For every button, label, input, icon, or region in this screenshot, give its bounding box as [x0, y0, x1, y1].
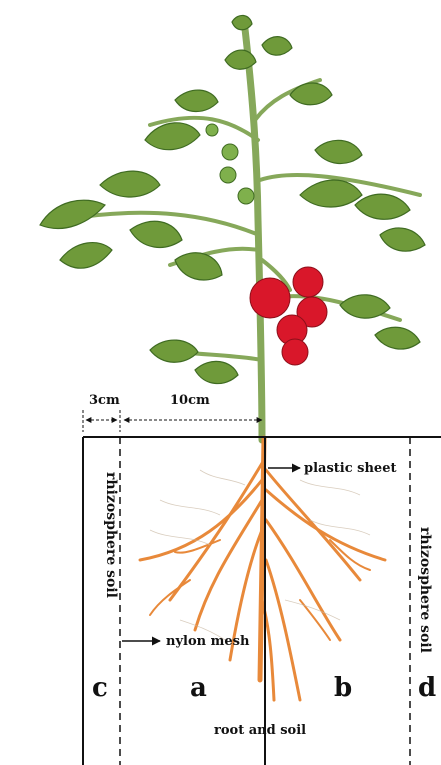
root-system	[140, 438, 385, 700]
margin-dimension-label: 3cm	[89, 393, 120, 408]
right-rhizosphere-label: rhizosphere soil	[417, 527, 433, 653]
unripe-fruits	[206, 124, 254, 204]
nylon-mesh-label: nylon mesh	[166, 634, 250, 649]
zone-d-label: d	[418, 673, 436, 703]
dimension-markers: 3cm 10cm	[83, 393, 262, 432]
zone-c-label: c	[92, 673, 108, 703]
plastic-sheet-label: plastic sheet	[304, 461, 396, 476]
zone-a-label: a	[190, 673, 207, 703]
leaves	[40, 15, 425, 383]
left-rhizosphere-label: rhizosphere soil	[103, 472, 119, 598]
zone-b-label: b	[334, 673, 352, 703]
root-and-soil-label: root and soil	[214, 723, 306, 738]
tomato-plant-illustration	[40, 15, 425, 440]
inner-dimension-label: 10cm	[170, 393, 210, 408]
